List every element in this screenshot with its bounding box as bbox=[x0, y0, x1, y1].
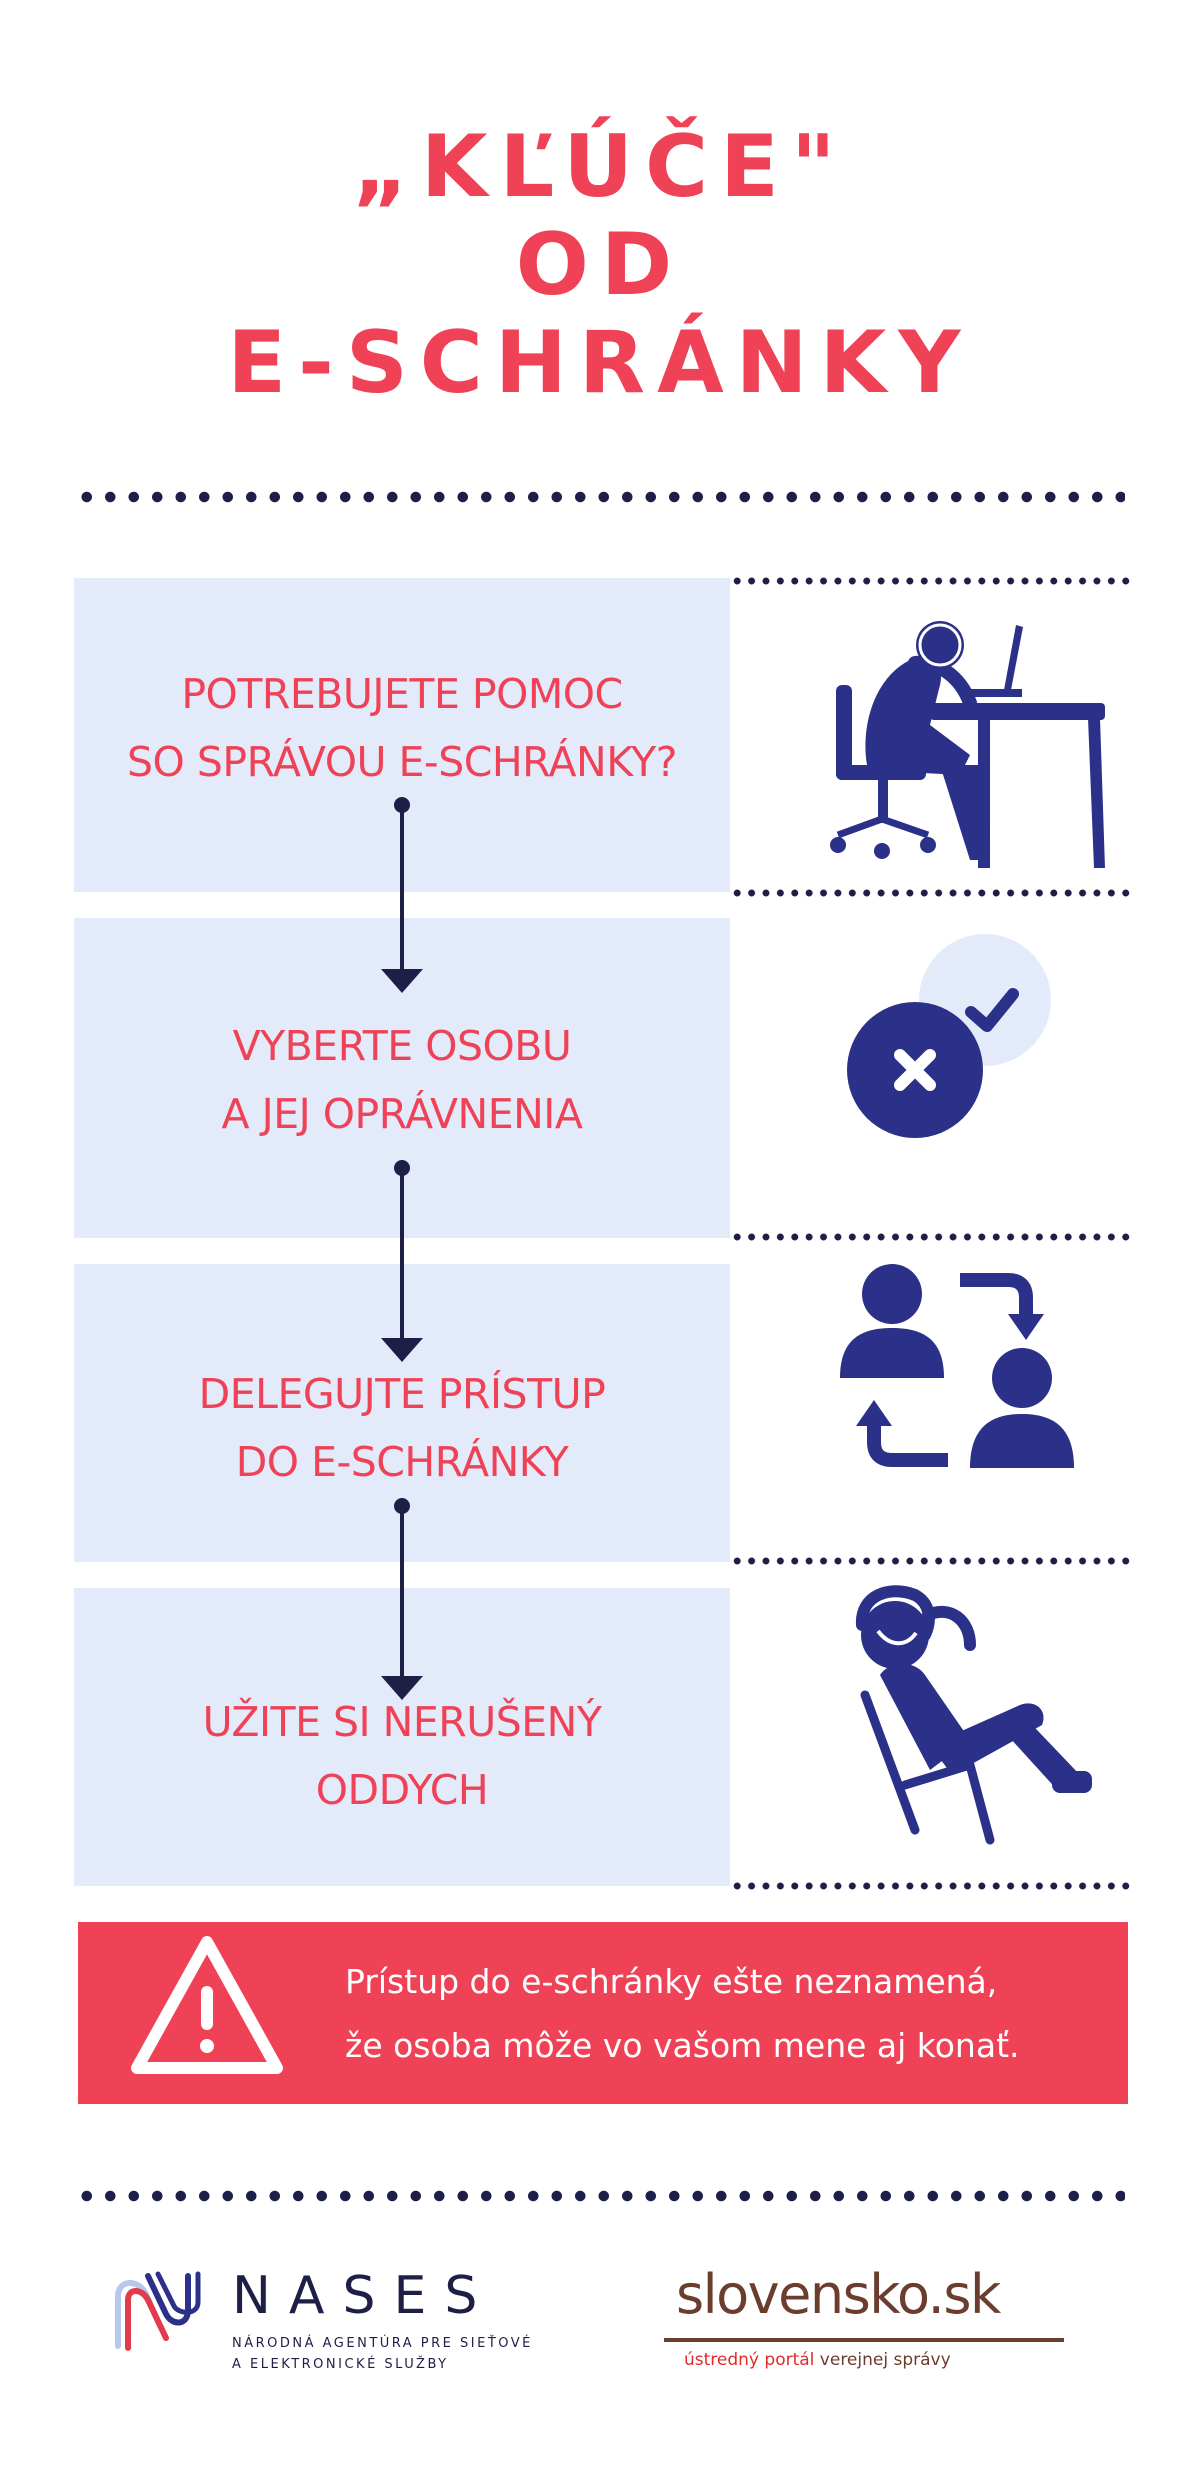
step-1-text: POTREBUJETE POMOC SO SPRÁVOU E-SCHRÁNKY? bbox=[74, 660, 730, 796]
step-divider bbox=[730, 577, 1130, 585]
title-line-2: OD bbox=[515, 215, 685, 315]
step-4-text: UŽITE SI NERUŠENÝ ODDYCH bbox=[74, 1688, 730, 1824]
title-line-1: „KĽÚČE" bbox=[352, 117, 848, 217]
permissions-check-cross-icon bbox=[847, 934, 1051, 1138]
step-connector-3 bbox=[381, 1498, 423, 1700]
nases-sub-line-2: A ELEKTRONICKÉ SLUŽBY bbox=[232, 2357, 449, 2372]
step-2-line-2: A JEJ OPRÁVNENIA bbox=[221, 1090, 583, 1138]
delegate-users-exchange-icon bbox=[840, 1264, 1074, 1468]
step-connector-1 bbox=[381, 797, 423, 997]
relaxing-person-in-chair-icon bbox=[855, 1585, 1092, 1845]
warning-triangle-icon bbox=[131, 1936, 283, 2074]
step-divider bbox=[730, 1882, 1130, 1890]
step-1-line-2: SO SPRÁVOU E-SCHRÁNKY? bbox=[127, 738, 677, 786]
warning-line-1: Prístup do e-schránky ešte neznamená, bbox=[345, 1962, 998, 2001]
step-divider bbox=[730, 1557, 1130, 1565]
step-2-line-1: VYBERTE OSOBU bbox=[232, 1022, 572, 1070]
nases-logo-icon bbox=[115, 2271, 201, 2351]
bottom-divider bbox=[75, 2190, 1125, 2202]
slovensko-sk-underline bbox=[664, 2338, 1064, 2342]
slovensko-sk-tagline: ústredný portál verejnej správy bbox=[684, 2352, 951, 2369]
step-4-line-1: UŽITE SI NERUŠENÝ bbox=[202, 1698, 602, 1746]
step-4-line-2: ODDYCH bbox=[315, 1766, 489, 1814]
warning-text: Prístup do e-schránky ešte neznamená, že… bbox=[345, 1950, 1105, 2078]
step-3-line-2: DO E-SCHRÁNKY bbox=[235, 1438, 569, 1486]
step-2-text: VYBERTE OSOBU A JEJ OPRÁVNENIA bbox=[74, 1012, 730, 1148]
step-connector-2 bbox=[381, 1160, 423, 1362]
step-3-line-1: DELEGUJTE PRÍSTUP bbox=[198, 1370, 606, 1418]
nases-subtitle: NÁRODNÁ AGENTÚRA PRE SIEŤOVÉ A ELEKTRONI… bbox=[232, 2333, 533, 2375]
step-3-text: DELEGUJTE PRÍSTUP DO E-SCHRÁNKY bbox=[74, 1360, 730, 1496]
slovensko-sk-logo: slovensko.sk bbox=[676, 2263, 1001, 2326]
top-divider bbox=[75, 491, 1125, 503]
tagline-part-2: verejnej správy bbox=[819, 2350, 951, 2370]
title-line-3: E-SCHRÁNKY bbox=[227, 313, 973, 413]
step-divider bbox=[730, 889, 1130, 897]
frustrated-person-at-desk-icon bbox=[830, 621, 1105, 868]
warning-line-2: že osoba môže vo vašom mene aj konať. bbox=[345, 2026, 1020, 2065]
nases-sub-line-1: NÁRODNÁ AGENTÚRA PRE SIEŤOVÉ bbox=[232, 2336, 533, 2351]
nases-name: NASES bbox=[232, 2266, 496, 2326]
step-1-line-1: POTREBUJETE POMOC bbox=[181, 670, 623, 718]
tagline-part-1: ústredný portál bbox=[684, 2350, 815, 2370]
step-divider bbox=[730, 1233, 1130, 1241]
